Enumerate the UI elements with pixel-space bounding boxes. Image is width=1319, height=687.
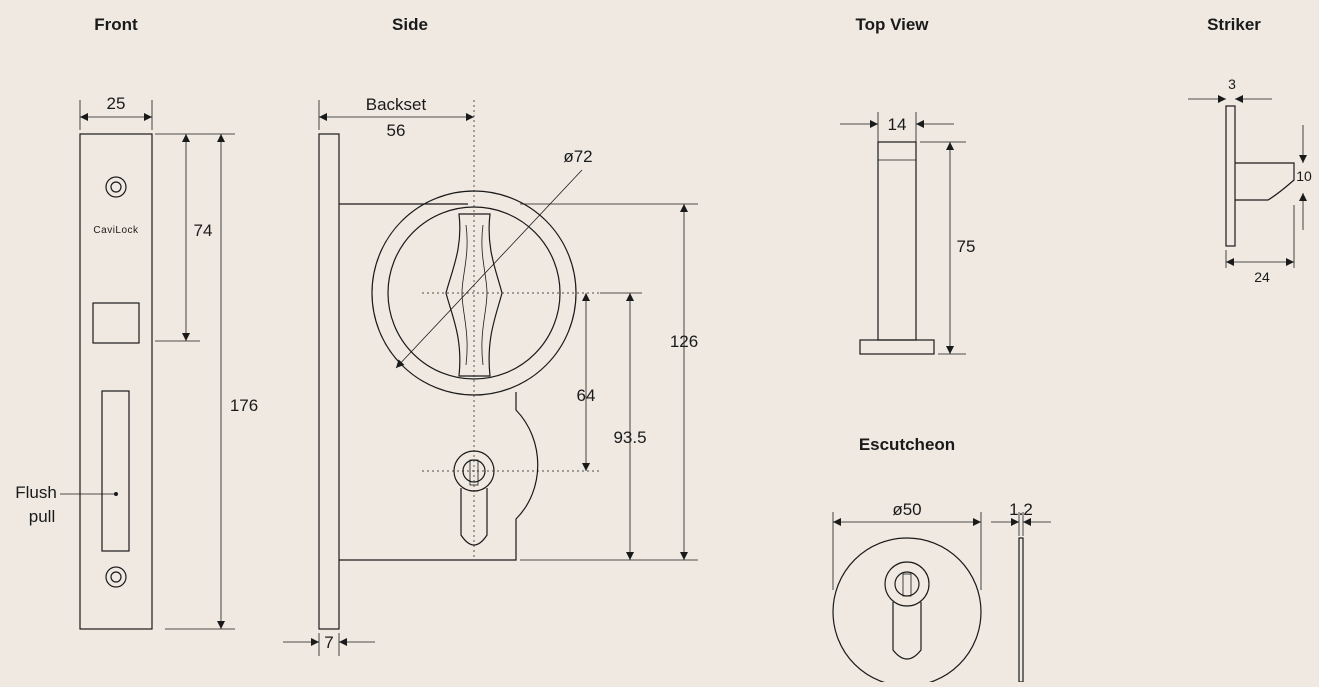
escutcheon-cylinder — [884, 561, 930, 607]
front-width-value: 25 — [107, 94, 126, 113]
striker-thickness-value: 3 — [1228, 76, 1236, 92]
striker-tongue — [1235, 162, 1295, 201]
flush-pull-slot — [101, 390, 130, 552]
striker-height-value: 10 — [1296, 168, 1312, 184]
top-screw-icon — [105, 176, 127, 198]
brand-logo: CaviLock — [93, 225, 139, 236]
front-faceplate — [79, 133, 153, 630]
lock-body-outline — [339, 203, 539, 561]
flush-pull-label-line2: pull — [29, 507, 55, 526]
escutcheon-view: ø50 1.2 — [832, 500, 1051, 687]
backset-label: Backset — [366, 95, 427, 114]
top-height-value: 75 — [957, 237, 976, 256]
front-view: CaviLock Flush pull 25 74 176 — [15, 94, 258, 630]
latch-opening — [92, 302, 140, 344]
escutcheon-heading: Escutcheon — [859, 435, 955, 454]
flush-pull-label-line1: Flush — [15, 483, 57, 502]
top-view-heading: Top View — [855, 15, 929, 34]
escutcheon-diameter-value: ø50 — [892, 500, 921, 519]
upper-height-value: 74 — [194, 221, 213, 240]
height-outer-value: 126 — [670, 332, 698, 351]
striker-view: 3 10 24 — [1188, 76, 1312, 285]
escutcheon-thickness-value: 1.2 — [1009, 500, 1033, 519]
striker-plate — [1225, 105, 1236, 247]
striker-heading: Striker — [1207, 15, 1261, 34]
escutcheon-plate — [832, 537, 982, 687]
top-width-value: 14 — [888, 115, 907, 134]
diameter-value: ø72 — [563, 147, 592, 166]
center-to-bottom-value: 93.5 — [613, 428, 646, 447]
top-view-flange — [859, 339, 935, 355]
escutcheon-side-profile — [1018, 537, 1024, 683]
faceplate-thickness-value: 7 — [324, 633, 333, 652]
side-faceplate — [318, 133, 340, 630]
total-height-value: 176 — [230, 396, 258, 415]
side-heading: Side — [392, 15, 428, 34]
escutcheon-keyway — [892, 602, 922, 660]
center-to-key-value: 64 — [577, 386, 596, 405]
bottom-screw-icon — [105, 566, 127, 588]
top-view-body — [877, 141, 917, 341]
escutcheon-key-icon — [902, 573, 912, 597]
striker-depth-value: 24 — [1254, 269, 1270, 285]
turn-handle — [445, 213, 503, 377]
front-heading: Front — [94, 15, 138, 34]
backset-value: 56 — [387, 121, 406, 140]
diameter-leader — [395, 169, 583, 369]
top-view: 14 75 — [840, 112, 976, 355]
side-view: ø72 Backset 56 126 64 93.5 7 — [283, 95, 698, 656]
